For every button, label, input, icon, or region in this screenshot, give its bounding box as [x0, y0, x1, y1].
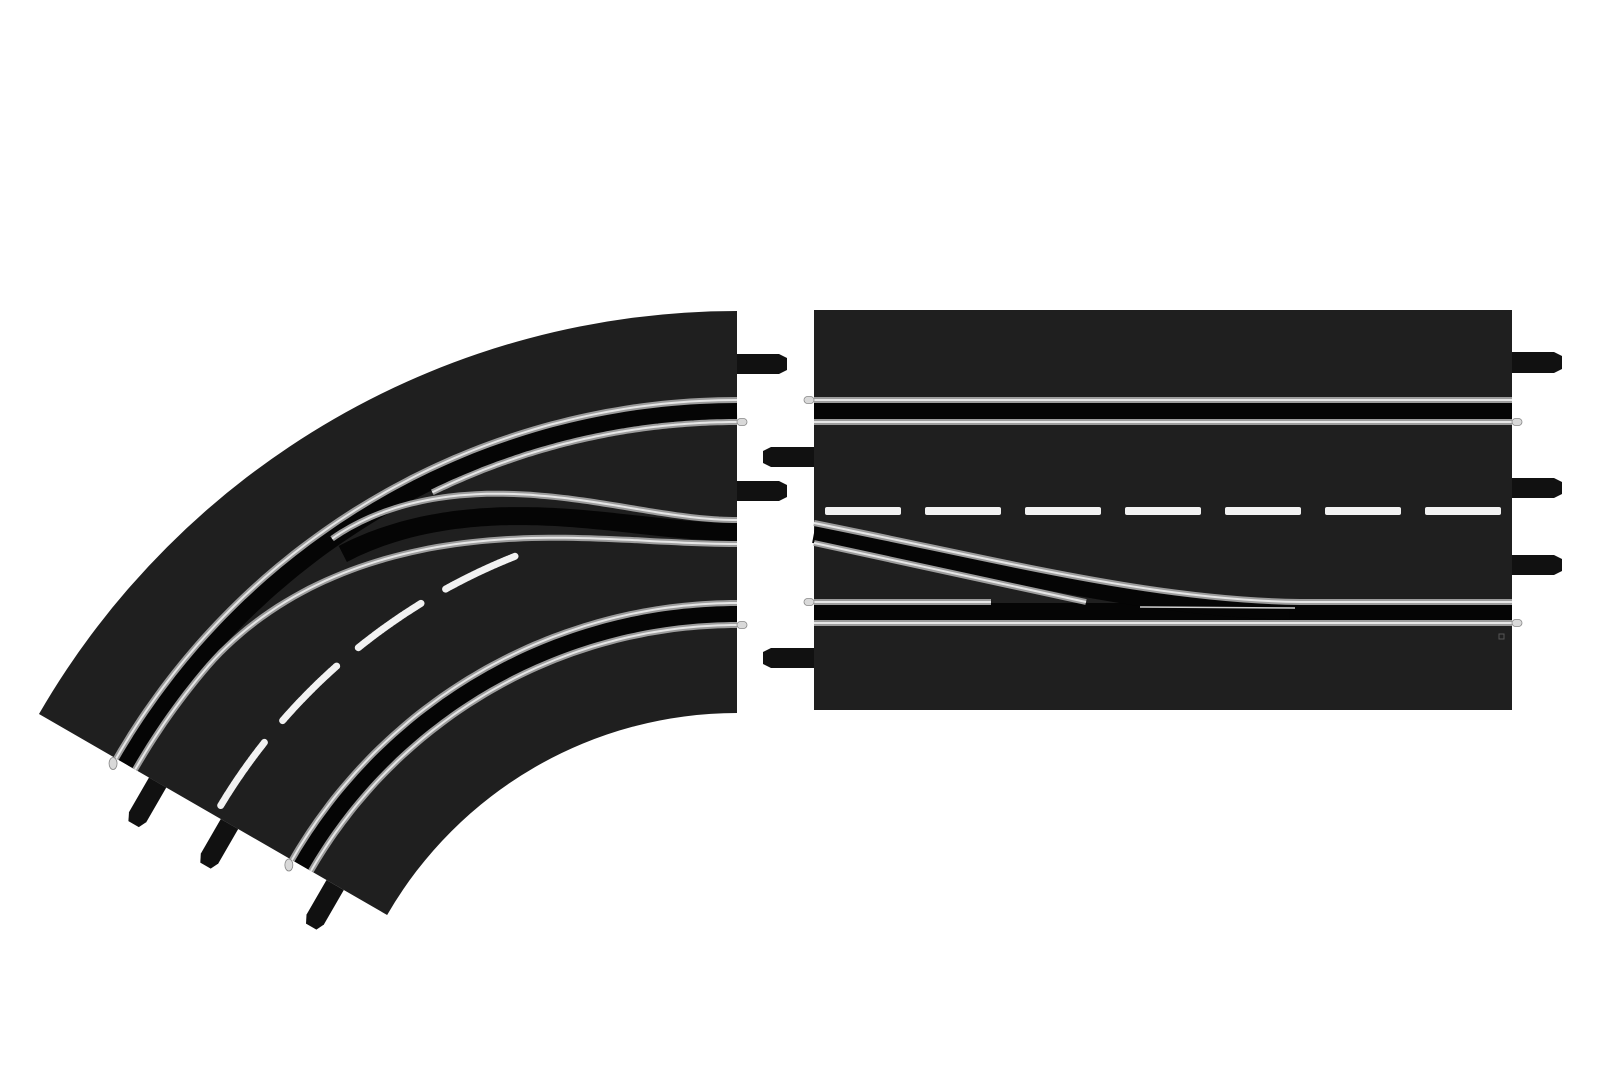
connector-tab-bottom-2 [200, 819, 239, 869]
rail-pin [1511, 418, 1523, 426]
rail-inner-lane-outer-highlight [291, 602, 737, 861]
lane-divider-dash [1425, 507, 1501, 515]
connector-tab-straight-right-3 [1512, 555, 1562, 575]
rail-pin [736, 621, 748, 629]
rail-lane-change-lower-straight-highlight [813, 542, 1087, 603]
connector-tab-bottom-3 [306, 880, 344, 930]
switch-tongue [1139, 606, 1296, 609]
connector-tab-bottom-1 [128, 777, 167, 828]
connector-tab-straight-right-2 [1512, 478, 1562, 498]
connector-tab-straight-left-1 [763, 447, 814, 467]
rail-outer-lane-outer-highlight [115, 399, 738, 760]
lane-divider-dash [925, 507, 1001, 515]
rail-pin [284, 858, 294, 872]
lane-change-slot-curved [338, 507, 737, 563]
connector-tab-curved-right-2 [737, 481, 787, 501]
connector-tab-straight-right-1 [1512, 352, 1562, 373]
curved-track-surface [38, 311, 738, 915]
rail-pin [803, 396, 815, 404]
connector-tab-straight-left-2 [763, 648, 814, 668]
lane-divider-dash [217, 738, 268, 809]
rail-pin [803, 598, 815, 606]
lane-divider-dash [1125, 507, 1201, 515]
straight-lane-change-track-piece [763, 310, 1562, 710]
rail-lane-change-upper-straight-highlight [813, 522, 1512, 603]
screw-hole [1498, 633, 1505, 640]
lane-divider-dash [442, 552, 519, 593]
outer-lane-slot [117, 402, 738, 769]
rail-pin [108, 757, 118, 770]
inner-lane-slot [293, 605, 737, 871]
rail-lane-change-lower-highlight [134, 536, 737, 771]
lane-change-slot-straight [812, 523, 1291, 620]
lane-divider-dash [1325, 507, 1401, 515]
rail-outer-lane-inner-short-highlight [431, 421, 737, 494]
rail-inner-lane-inner-highlight [310, 624, 737, 872]
curved-lane-change-track-piece [38, 311, 787, 930]
connector-tab-curved-right-1 [737, 354, 787, 374]
lane-divider-dash [1025, 507, 1101, 515]
lane-divider-dash [825, 507, 901, 515]
lane-divider-dash [354, 599, 425, 652]
rail-lane-change-upper-highlight [331, 492, 737, 540]
rail-pin [1511, 619, 1523, 627]
rail-pin [736, 418, 748, 426]
lane-divider-dash [279, 662, 341, 725]
lane-divider-dash [1225, 507, 1301, 515]
